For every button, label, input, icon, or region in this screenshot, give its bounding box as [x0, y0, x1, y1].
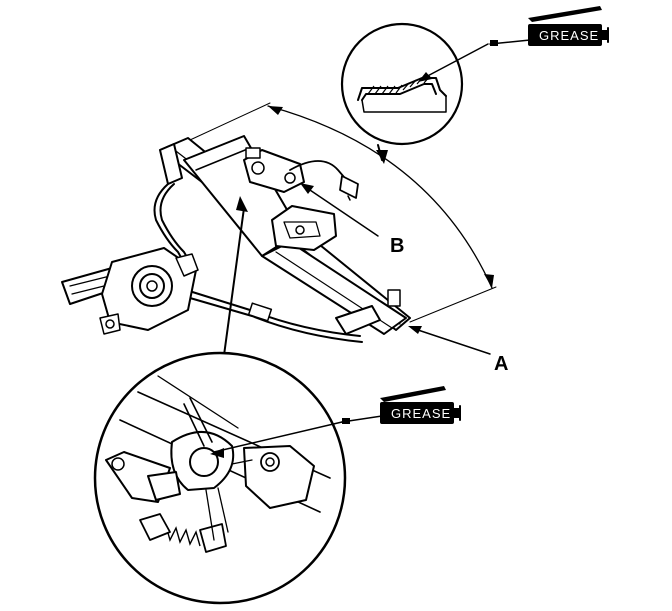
harness-connector [339, 175, 359, 199]
grease-tube-icon [528, 24, 602, 46]
regulator-frame [159, 135, 411, 335]
grease-tube-icon [380, 402, 454, 424]
callout-b: B [300, 183, 404, 257]
grease-tube-crimp-icon [380, 386, 446, 402]
grease-tube-top: GREASE [489, 6, 609, 46]
top-detail-circle [340, 22, 489, 164]
grease-tube-bottom: GREASE [341, 386, 461, 424]
regulator-cable [153, 183, 363, 343]
callout-b-label: B [390, 235, 404, 257]
bottom-detail-circle [93, 351, 347, 605]
callout-a: A [408, 326, 508, 375]
window-regulator-motor [61, 247, 199, 335]
grease-tube-crimp-icon [528, 6, 602, 22]
grease-label: GREASE [539, 28, 599, 43]
detail-pointer [221, 196, 248, 371]
dimension-arc [189, 102, 497, 323]
grease-label: GREASE [391, 406, 451, 421]
callout-a-label: A [494, 353, 508, 375]
